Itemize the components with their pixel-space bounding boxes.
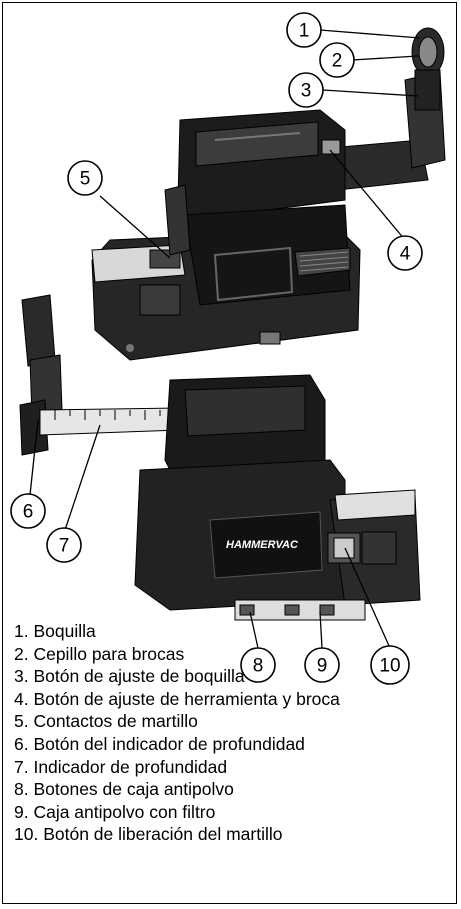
legend-item-2: 2. Cepillo para brocas: [14, 643, 185, 664]
leader-lines: [29, 29, 421, 649]
svg-text:5: 5: [80, 169, 91, 190]
callout-10: 10: [370, 645, 410, 685]
callout-1: 1: [286, 12, 322, 48]
callout-9: 9: [304, 647, 340, 683]
svg-text:8: 8: [253, 656, 264, 677]
legend-item-5: 5. Contactos de martillo: [14, 711, 198, 732]
legend-item-4: 4. Botón de ajuste de herramienta y broc…: [14, 688, 340, 709]
legend-item-7: 7. Indicador de profundidad: [14, 756, 228, 777]
svg-text:2: 2: [332, 51, 343, 72]
svg-text:4: 4: [400, 244, 411, 265]
callout-6: 6: [10, 493, 46, 529]
svg-text:9: 9: [317, 656, 328, 677]
callout-2: 2: [319, 42, 355, 78]
legend-item-6: 6. Botón del indicador de profundidad: [14, 733, 305, 754]
legend-item-9: 9. Caja antipolvo con filtro: [14, 801, 216, 822]
bottom-unit-drawing: [19, 294, 421, 621]
parts-legend: 1. Boquilla 2. Cepillo para brocas 3. Bo…: [14, 620, 340, 846]
callout-5: 5: [67, 160, 103, 196]
callout-4: 4: [387, 235, 423, 271]
svg-text:1: 1: [299, 21, 310, 42]
svg-text:3: 3: [301, 81, 312, 102]
legend-item-3: 3. Botón de ajuste de boquilla: [14, 666, 245, 687]
svg-text:7: 7: [59, 536, 70, 557]
svg-text:10: 10: [379, 656, 400, 677]
legend-item-8: 8. Botones de caja antipolvo: [14, 779, 234, 800]
callout-7: 7: [46, 527, 82, 563]
callout-8: 8: [240, 647, 276, 683]
legend-item-10: 10. Botón de liberación del martillo: [14, 824, 283, 845]
brand-label: HAMMERVAC: [226, 539, 299, 551]
legend-item-1: 1. Boquilla: [14, 621, 96, 641]
top-unit-drawing: [91, 27, 446, 361]
svg-text:6: 6: [23, 502, 34, 523]
callout-3: 3: [288, 72, 324, 108]
